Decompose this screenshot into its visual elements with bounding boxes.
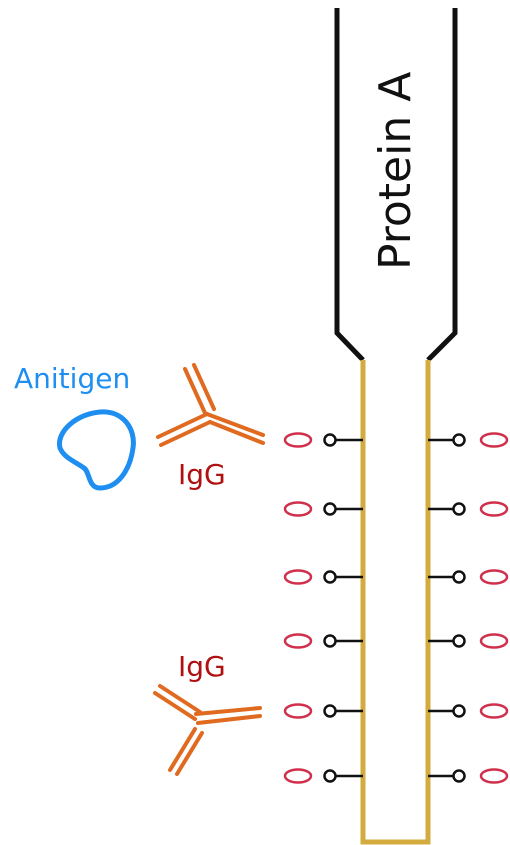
anchor-circle-left (323, 769, 337, 783)
binding-site-left (283, 501, 313, 517)
anchor-circle-right (452, 704, 466, 718)
binding-site-left (283, 768, 313, 784)
binding-site-right (479, 703, 509, 719)
anchor-circle-left (323, 433, 337, 447)
column-stem (360, 360, 431, 845)
anchor-circle-right (452, 769, 466, 783)
igg-antibody-lower (153, 684, 262, 776)
anchor-circle-left (323, 570, 337, 584)
igg-label-lower: IgG (178, 650, 226, 683)
binding-site-left (283, 432, 313, 448)
igg-antibody-upper (156, 363, 265, 447)
igg-label-upper: IgG (178, 458, 226, 491)
binding-site-right (479, 432, 509, 448)
anchor-circle-right (452, 634, 466, 648)
binding-site-right (479, 569, 509, 585)
protein-a-column (334, 8, 458, 362)
protein-a-label: Protein A (370, 72, 421, 270)
binding-site-right (479, 633, 509, 649)
antigen-shape (57, 409, 136, 491)
binding-site-left (283, 633, 313, 649)
column-outline-left (334, 8, 365, 362)
anchor-circle-right (452, 570, 466, 584)
antigen-label: Anitigen (14, 362, 130, 395)
binding-site-left (283, 703, 313, 719)
anchor-circle-left (323, 502, 337, 516)
column-outline-right (426, 8, 458, 362)
binding-site-left (283, 569, 313, 585)
binding-site-right (479, 768, 509, 784)
anchor-circle-left (323, 634, 337, 648)
binding-site-right (479, 501, 509, 517)
binding-sites (283, 432, 509, 784)
anchor-circle-left (323, 704, 337, 718)
anchor-circle-right (452, 502, 466, 516)
anchor-circle-right (452, 433, 466, 447)
